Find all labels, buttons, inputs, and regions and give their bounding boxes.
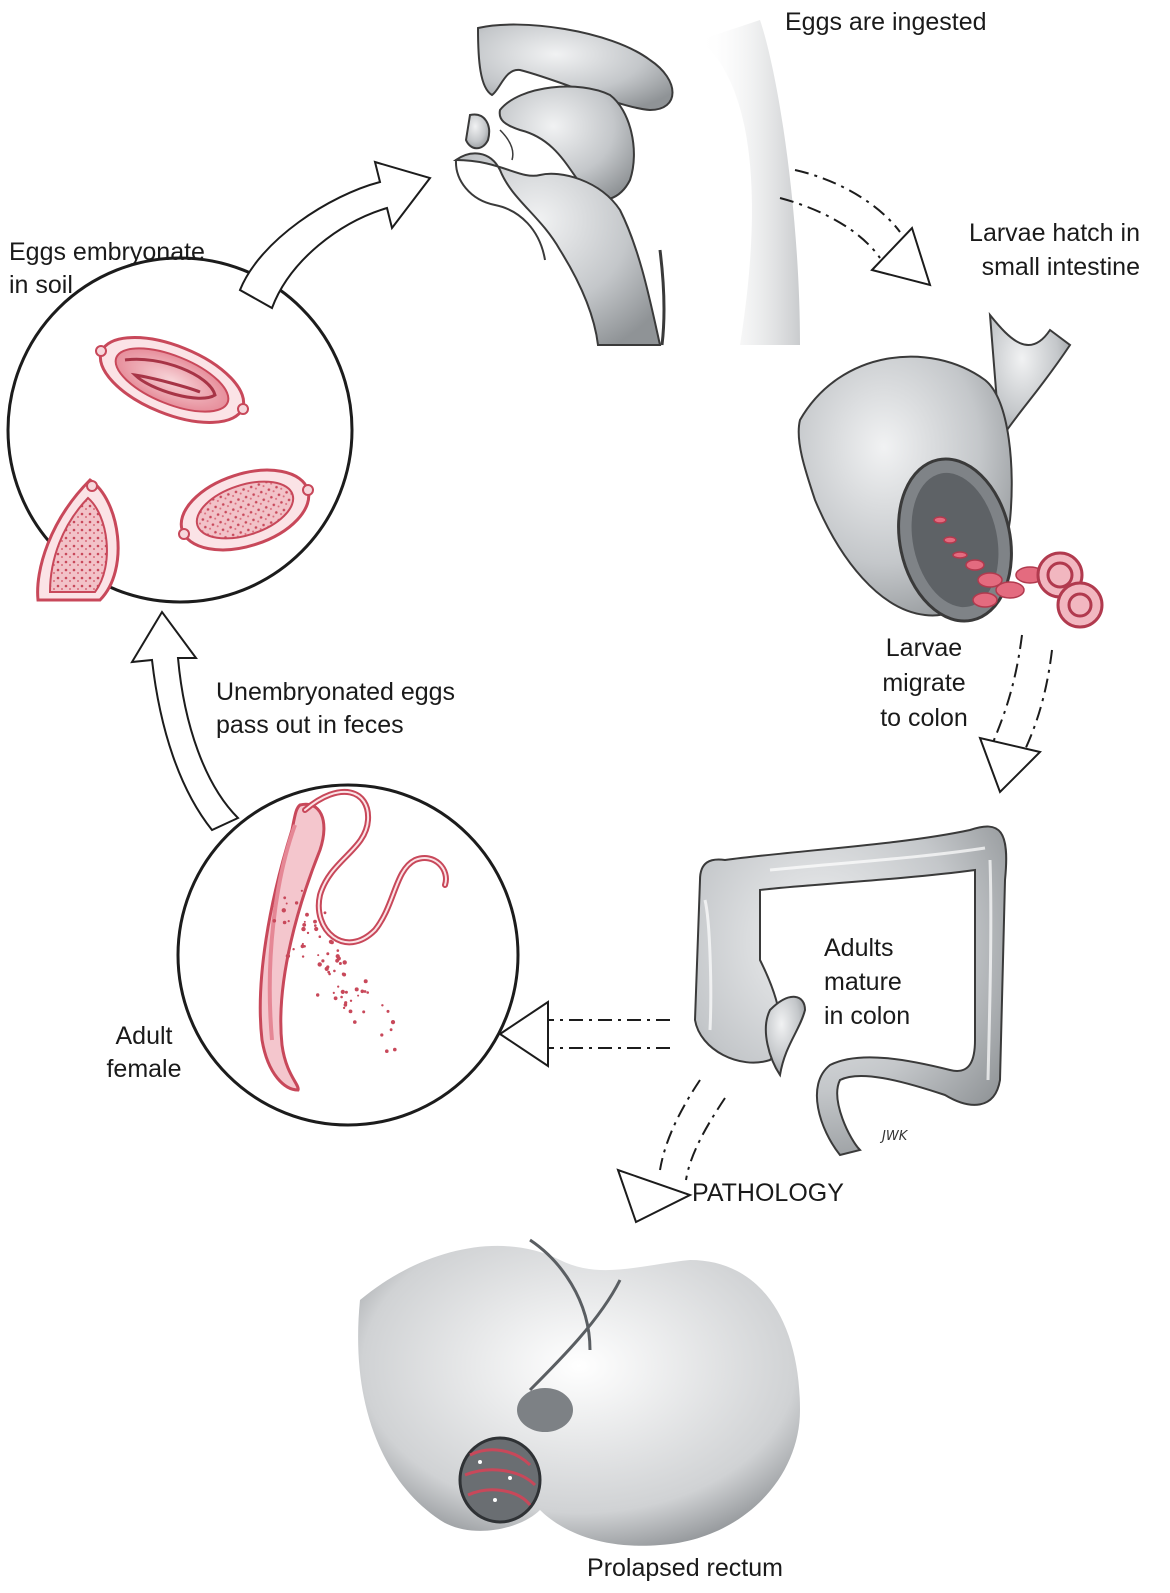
- label-adults-mature-line2: mature: [824, 966, 902, 999]
- artist-signature: JWK: [879, 1129, 909, 1144]
- label-pathology: PATHOLOGY: [692, 1177, 844, 1210]
- label-larvae-migrate-line2: migrate: [850, 667, 998, 700]
- label-eggs-embryonate-line1: Eggs embryonate: [9, 236, 205, 269]
- arrow-soil-to-mouth: [240, 162, 430, 308]
- label-unembryonated-line1: Unembryonated eggs: [216, 676, 455, 709]
- label-larvae-migrate-line3: to colon: [850, 702, 998, 735]
- coiled-larvae: [1038, 553, 1102, 627]
- label-adults-mature-line3: in colon: [824, 1000, 910, 1033]
- label-adult-female-line1: Adult: [98, 1020, 190, 1053]
- perineum-illustration: [358, 1240, 800, 1546]
- adult-female-circle: [178, 785, 518, 1125]
- label-prolapsed-rectum: Prolapsed rectum: [540, 1552, 830, 1585]
- eggs-in-soil-circle: [8, 258, 352, 602]
- head-sagittal-illustration: [456, 20, 800, 345]
- label-unembryonated-line2: pass out in feces: [216, 709, 404, 742]
- small-intestine-illustration: [799, 315, 1102, 632]
- label-larvae-hatch-line1: Larvae hatch in: [900, 217, 1140, 250]
- label-eggs-embryonate-line2: in soil: [9, 269, 73, 302]
- label-adult-female-line2: female: [98, 1053, 190, 1086]
- label-eggs-ingested: Eggs are ingested: [785, 6, 987, 39]
- arrow-colon-to-female: [500, 1002, 670, 1066]
- prolapsed-rectum-mass: [460, 1438, 540, 1522]
- label-larvae-migrate-line1: Larvae: [850, 632, 998, 665]
- label-larvae-hatch-line2: small intestine: [900, 251, 1140, 284]
- label-adults-mature-line1: Adults: [824, 932, 893, 965]
